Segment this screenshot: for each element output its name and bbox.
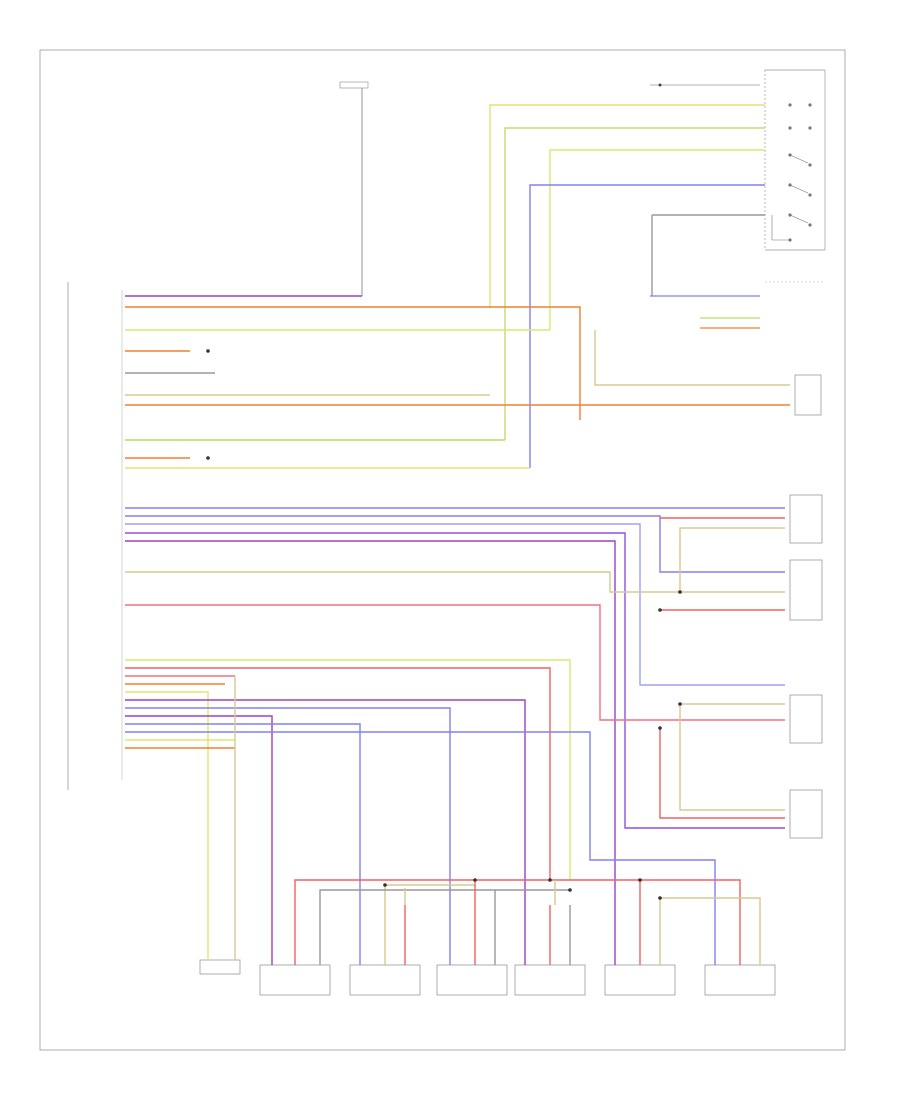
ecm-harness-group-1: [125, 295, 790, 469]
switch-feed-wires: [489, 83, 765, 468]
sensor-2: [259, 964, 331, 996]
ecm-harness-group-3: [125, 659, 716, 915]
sensor-4: [436, 964, 508, 996]
diagram-frame: [39, 49, 846, 1051]
ecm-harness-group-2: [125, 507, 785, 905]
sensor-7: [704, 964, 776, 996]
sensor-3: [349, 964, 421, 996]
mid-right-connector-2: [789, 494, 823, 621]
sensor-6: [604, 964, 676, 996]
splice-points: [206, 349, 682, 900]
right-switch-assembly: [764, 69, 826, 251]
mid-right-connector-3: [789, 694, 823, 744]
mid-right-connector-1: [650, 281, 825, 416]
top-fuse-block: [339, 81, 369, 296]
sensor-5: [514, 964, 586, 996]
sensor-pin-stubs: [207, 905, 761, 965]
mid-right-connector-4: [789, 789, 823, 839]
sensor-1: [199, 959, 241, 975]
sensor-bus: [294, 879, 761, 905]
